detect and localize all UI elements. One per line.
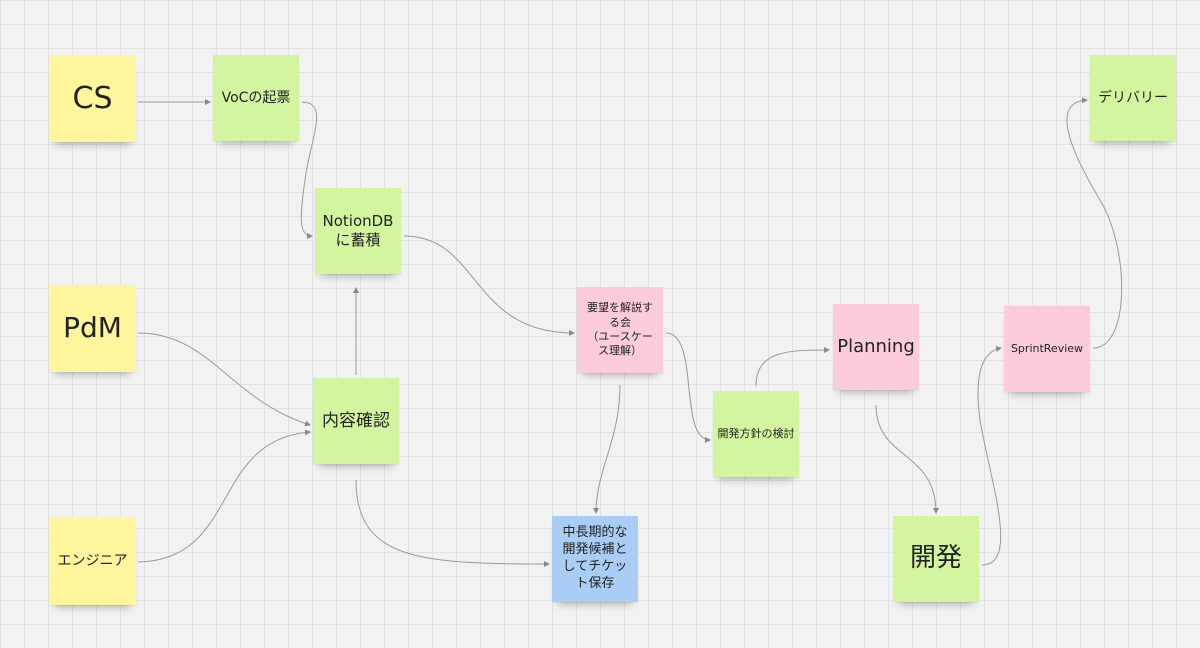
sticky-note-planning[interactable]: Planning bbox=[833, 304, 919, 390]
sticky-note-kaihatsu-houshin[interactable]: 開発方針の検討 bbox=[713, 391, 799, 477]
connector-planning-to-kaihatsu[interactable] bbox=[875, 404, 939, 514]
sticky-note-pdm[interactable]: PdM bbox=[49, 285, 136, 372]
sticky-note-chuuchouki[interactable]: 中長期的な 開発候補と してチケッ ト保存 bbox=[552, 516, 638, 602]
connector-youbou-to-kaihatsu-houshin[interactable] bbox=[665, 332, 711, 443]
connector-pdm-to-naiyou[interactable] bbox=[137, 332, 311, 427]
connector-kaihatsu-to-sprintreview[interactable] bbox=[977, 345, 1002, 566]
sticky-note-sprintreview[interactable]: SprintReview bbox=[1004, 306, 1090, 392]
connector-youbou-to-chuuchouki[interactable] bbox=[593, 384, 621, 514]
sticky-note-engineer[interactable]: エンジニア bbox=[49, 518, 136, 605]
sticky-note-delivery[interactable]: デリバリー bbox=[1090, 55, 1176, 141]
sticky-note-kaihatsu[interactable]: 開発 bbox=[893, 516, 979, 602]
connector-notiondb-to-youbou[interactable] bbox=[403, 235, 575, 336]
sticky-note-voc[interactable]: VoCの起票 bbox=[213, 55, 299, 141]
connector-kaihatsu-houshin-to-planning[interactable] bbox=[755, 347, 830, 387]
sticky-note-naiyou-kakunin[interactable]: 内容確認 bbox=[313, 378, 399, 464]
connector-engineer-to-naiyou[interactable] bbox=[137, 429, 311, 563]
connector-naiyou-to-chuuchouki[interactable] bbox=[355, 479, 550, 567]
sticky-note-cs[interactable]: CS bbox=[49, 55, 136, 142]
sticky-note-notiondb[interactable]: NotionDB に蓄積 bbox=[315, 188, 401, 274]
sticky-note-youbou-kaisetsu[interactable]: 要望を解説す る会 （ユースケー ス理解） bbox=[577, 287, 663, 373]
